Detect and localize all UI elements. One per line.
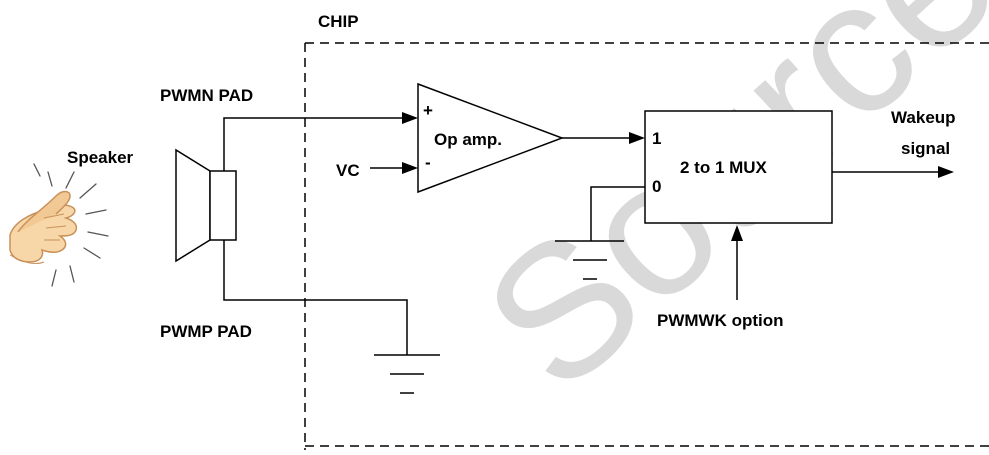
op-amp <box>417 82 565 194</box>
pwmp-wire <box>223 240 408 355</box>
vc-arrowhead <box>402 162 418 174</box>
chip-boundary <box>304 42 989 450</box>
wakeup-label-line2: signal <box>901 139 950 158</box>
op-amp-minus-label: - <box>425 153 431 172</box>
mux-in1-arrowhead <box>629 132 645 144</box>
wakeup-label-line1: Wakeup <box>891 108 956 127</box>
vc-label: VC <box>336 161 360 180</box>
mux-in0-wire <box>590 186 645 241</box>
op-amp-label: Op amp. <box>434 130 502 149</box>
ground-symbol-mux <box>555 240 624 280</box>
chip-label: CHIP <box>318 12 359 31</box>
pwmp-pad-label: PWMP PAD <box>160 322 252 341</box>
speaker-icon <box>175 148 237 263</box>
clapping-hands-icon <box>9 163 109 287</box>
pwmn-arrowhead <box>402 112 418 124</box>
op-amp-plus-label: + <box>423 101 433 120</box>
mux-input1-label: 1 <box>652 129 661 148</box>
pwmwk-arrowhead <box>731 225 743 241</box>
mux-block <box>644 110 833 224</box>
pwmn-wire <box>223 117 402 171</box>
mux-input0-label: 0 <box>652 177 661 196</box>
mux-label: 2 to 1 MUX <box>680 158 768 177</box>
speaker-label: Speaker <box>67 148 134 167</box>
ground-symbol-pwmp <box>374 354 440 394</box>
pwmn-pad-label: PWMN PAD <box>160 86 253 105</box>
pwmwk-option-label: PWMWK option <box>657 311 784 330</box>
wakeup-arrowhead <box>938 166 954 178</box>
